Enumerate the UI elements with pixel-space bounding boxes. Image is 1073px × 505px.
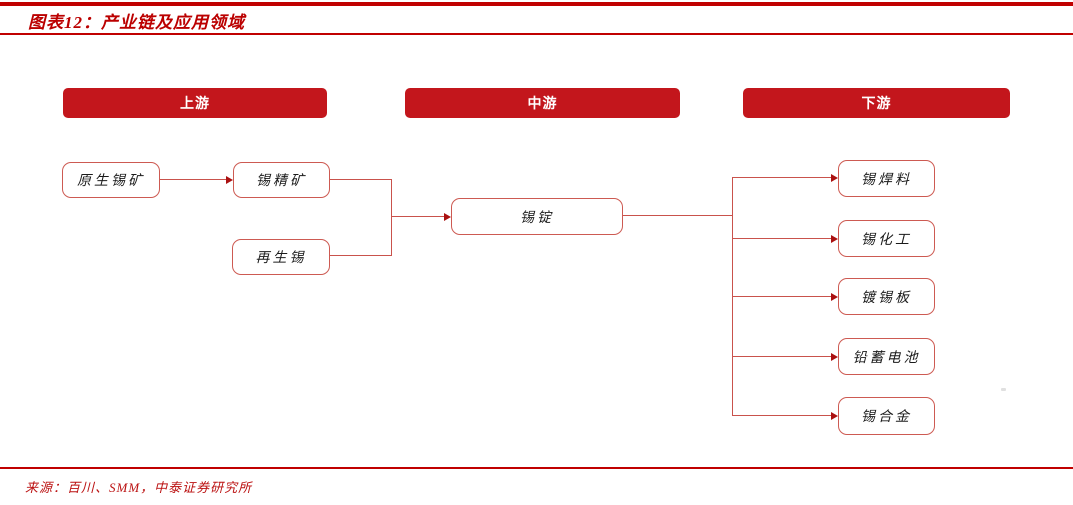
- stage-header-upstream: 上游: [63, 88, 327, 118]
- connector-left-trunk: [391, 179, 392, 256]
- node-primary-tin-ore: 原生锡矿: [62, 162, 160, 198]
- node-tinplate: 镀锡板: [838, 278, 935, 315]
- arrowhead-into-ingot: [444, 213, 451, 221]
- arrowhead-into-solder: [831, 174, 838, 182]
- arrowhead-into-battery: [831, 353, 838, 361]
- connector-branch-chemical: [732, 238, 832, 239]
- connector-branch-tinplate: [732, 296, 832, 297]
- top-rule-thick: [0, 2, 1073, 6]
- stage-header-midstream: 中游: [405, 88, 680, 118]
- node-tin-alloy: 锡合金: [838, 397, 935, 435]
- node-recycled-tin: 再生锡: [232, 239, 330, 275]
- node-tin-solder: 锡焊料: [838, 160, 935, 197]
- connector-recycled-out: [330, 255, 391, 256]
- connector-branch-alloy: [732, 415, 832, 416]
- figure-source: 来源：百川、SMM，中泰证券研究所: [25, 480, 253, 495]
- arrowhead-into-tinplate: [831, 293, 838, 301]
- title-underline-rule: [0, 33, 1073, 35]
- node-tin-concentrate: 锡精矿: [233, 162, 330, 198]
- faint-artifact-dot: [1001, 388, 1006, 391]
- node-tin-ingot: 锡锭: [451, 198, 623, 235]
- connector-into-ingot: [391, 216, 445, 217]
- connector-branch-solder: [732, 177, 832, 178]
- node-lead-acid-battery: 铅蓄电池: [838, 338, 935, 375]
- connector-ore-to-concentrate: [160, 179, 227, 180]
- bottom-rule: [0, 467, 1073, 469]
- stage-header-downstream: 下游: [743, 88, 1010, 118]
- arrowhead-into-concentrate: [226, 176, 233, 184]
- connector-concentrate-out: [330, 179, 391, 180]
- connector-ingot-out: [623, 215, 732, 216]
- connector-branch-battery: [732, 356, 832, 357]
- arrowhead-into-chemical: [831, 235, 838, 243]
- node-tin-chemical: 锡化工: [838, 220, 935, 257]
- figure-title: 图表12：产业链及应用领域: [28, 13, 245, 32]
- arrowhead-into-alloy: [831, 412, 838, 420]
